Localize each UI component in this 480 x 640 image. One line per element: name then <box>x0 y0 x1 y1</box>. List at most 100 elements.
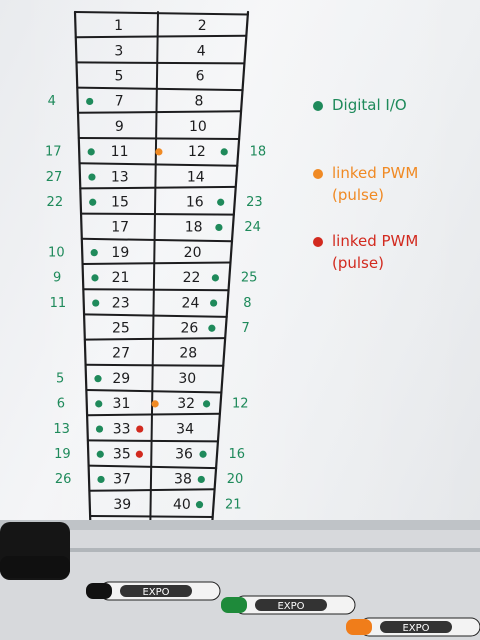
grid-row-line <box>86 439 220 443</box>
right-gpio-label: 20 <box>227 472 244 487</box>
green-pin-dot <box>91 274 99 282</box>
grid-row-line <box>84 363 225 367</box>
legend-label: (pulse) <box>332 254 384 272</box>
pin-number-even: 2 <box>198 18 207 34</box>
dry-erase-marker[interactable]: EXPO <box>221 595 356 615</box>
pin-number-odd: 15 <box>111 195 129 211</box>
pin-number-odd: 37 <box>113 472 131 488</box>
grid-row-line <box>75 61 246 65</box>
pin-number-odd: 3 <box>114 43 123 59</box>
green-pin-dot <box>197 475 205 484</box>
tray-markers: EXPO EXPO EXPO <box>86 581 480 637</box>
pin-number-odd: 39 <box>113 497 131 513</box>
green-pin-dot <box>88 173 96 181</box>
marker-brand-label: EXPO <box>402 623 429 634</box>
red-pin-dot <box>135 450 143 458</box>
pin-number-odd: 1 <box>114 18 123 34</box>
grid-row-line <box>77 110 242 114</box>
grid-row-line <box>77 137 241 140</box>
grid-row-line <box>76 86 244 92</box>
eraser[interactable] <box>0 522 70 580</box>
green-pin-dot <box>86 97 94 106</box>
grid-row-line <box>79 185 237 190</box>
pin-number-even: 16 <box>186 195 204 211</box>
green-pin-dot <box>94 375 102 383</box>
grid-row-line <box>85 389 223 394</box>
right-gpio-label: 24 <box>244 220 261 235</box>
pin-number-even: 8 <box>195 94 204 110</box>
right-gpio-label: 18 <box>250 145 267 160</box>
right-gpio-label: 21 <box>225 497 242 512</box>
right-gpio-label: 12 <box>232 397 249 412</box>
green-pin-dot <box>89 198 97 206</box>
pin-number-odd: 19 <box>111 245 129 261</box>
grid-row-line <box>74 34 248 39</box>
green-pin-dot <box>90 249 98 257</box>
left-gpio-label: 10 <box>48 245 65 260</box>
pin-number-even: 10 <box>189 119 207 135</box>
pin-number-odd: 23 <box>112 295 130 311</box>
pin-number-even: 38 <box>174 472 192 488</box>
right-gpio-label: 8 <box>243 296 251 311</box>
green-pin-dot <box>96 450 104 458</box>
green-pin-dot <box>95 400 103 408</box>
grid-row-line <box>87 464 218 470</box>
pin-number-odd: 5 <box>115 69 124 85</box>
legend-label: linked PWM <box>332 232 418 250</box>
left-gpio-label: 27 <box>46 170 63 185</box>
grid-row-line <box>78 162 239 167</box>
pin-number-odd: 29 <box>112 371 130 387</box>
pin-number-odd: 11 <box>111 144 129 160</box>
dry-erase-marker[interactable]: EXPO <box>346 617 480 637</box>
left-gpio-label: 9 <box>53 271 61 286</box>
left-gpio-label: 6 <box>57 397 65 412</box>
left-gpio-label: 17 <box>45 145 62 160</box>
red-legend-dot <box>313 237 323 247</box>
right-gpio-label: 7 <box>241 321 249 336</box>
pin-number-odd: 25 <box>112 321 130 337</box>
grid-row-line <box>89 515 214 518</box>
grid-row-line <box>86 412 221 417</box>
green-pin-dot <box>97 475 105 484</box>
pin-number-even: 18 <box>185 220 203 236</box>
pin-number-odd: 9 <box>115 119 124 135</box>
pin-number-even: 12 <box>188 144 206 160</box>
grid-row-line <box>83 313 228 318</box>
pin-number-even: 4 <box>197 43 206 59</box>
marker-brand-label: EXPO <box>277 601 304 612</box>
green-pin-dot <box>215 223 223 232</box>
green-legend-dot <box>313 101 323 111</box>
red-pin-dot <box>136 425 144 433</box>
green-pin-dot <box>95 425 104 433</box>
green-pin-dot <box>92 299 100 307</box>
marker-brand-label: EXPO <box>142 587 169 598</box>
pin-number-even: 24 <box>182 295 200 311</box>
pin-number-odd: 33 <box>113 421 131 437</box>
pin-number-odd: 13 <box>111 169 129 185</box>
pinout-grid <box>73 10 250 522</box>
legend-label: Digital I/O <box>332 96 407 114</box>
pin-number-odd: 21 <box>112 270 130 286</box>
green-pin-dot <box>220 148 228 156</box>
pin-number-even: 6 <box>196 69 205 85</box>
grid-row-line <box>80 212 235 216</box>
legend-label: linked PWM <box>332 164 418 182</box>
grid-row-line <box>80 237 234 243</box>
pin-number-even: 14 <box>187 169 205 185</box>
grid-row-line <box>82 288 230 292</box>
pin-number-odd: 35 <box>113 447 131 463</box>
dry-erase-marker[interactable]: EXPO <box>86 581 221 601</box>
grid-row-line <box>83 337 227 341</box>
grid-row-line <box>88 488 216 492</box>
left-gpio-label: 19 <box>54 447 71 462</box>
orange-legend-dot <box>313 169 323 179</box>
pin-dots <box>86 97 228 509</box>
left-gpio-label: 13 <box>53 422 70 437</box>
left-gpio-label: 4 <box>48 94 56 109</box>
left-gpio-label: 26 <box>55 472 72 487</box>
green-pin-dot <box>87 148 95 156</box>
